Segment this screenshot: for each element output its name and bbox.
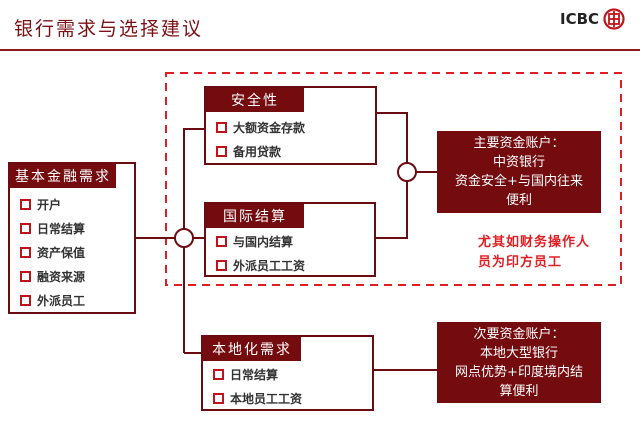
- localization-box: 本地化需求 日常结算 本地员工工资: [201, 335, 374, 411]
- security-title: 安全性: [206, 88, 304, 112]
- square-bullet-icon: [216, 121, 227, 133]
- basic-needs-list: 开户 日常结算 资产保值 融资来源 外派员工: [20, 192, 85, 312]
- item-label: 开户: [37, 197, 62, 212]
- international-title: 国际结算: [206, 204, 304, 228]
- item-label: 备用贷款: [233, 144, 282, 159]
- primary-account-box: 主要资金账户： 中资银行 资金安全+与国内往来 便利: [437, 131, 601, 213]
- square-bullet-icon: [20, 270, 31, 282]
- note-line: 尤其如财务操作人: [478, 235, 591, 250]
- list-item: 日常结算: [20, 216, 85, 240]
- hub-circle-right: [397, 162, 417, 182]
- hub-circle-left: [174, 228, 194, 248]
- square-bullet-icon: [20, 198, 31, 210]
- secondary-account-line: 次要资金账户：: [473, 326, 565, 342]
- note-line: 员为印方员工: [478, 255, 563, 270]
- list-item: 资产保值: [20, 240, 85, 264]
- item-label: 日常结算: [230, 367, 279, 382]
- list-item: 外派员工工资: [216, 253, 305, 277]
- square-bullet-icon: [213, 368, 224, 380]
- list-item: 融资来源: [20, 264, 85, 288]
- title-divider: [0, 49, 640, 51]
- square-bullet-icon: [20, 222, 31, 234]
- primary-account-note: 尤其如财务操作人 员为印方员工: [478, 233, 590, 273]
- list-item: 备用贷款: [216, 139, 305, 163]
- highlight-dashed-frame: [165, 72, 622, 286]
- localization-list: 日常结算 本地员工工资: [213, 362, 302, 410]
- item-label: 日常结算: [37, 221, 86, 236]
- list-item: 大额资金存款: [216, 115, 305, 139]
- square-bullet-icon: [216, 235, 227, 247]
- square-bullet-icon: [216, 145, 227, 157]
- secondary-account-line: 网点优势+印度境内结: [455, 364, 583, 380]
- square-bullet-icon: [216, 259, 227, 271]
- secondary-account-line: 本地大型银行: [479, 345, 558, 361]
- icbc-logo: ICBC: [560, 6, 625, 32]
- primary-account-line: 中资银行: [492, 155, 545, 170]
- item-label: 外派员工: [37, 293, 86, 308]
- connector-security-to-merge: [376, 112, 408, 163]
- page-title: 银行需求与选择建议: [14, 18, 204, 40]
- item-label: 资产保值: [37, 245, 86, 260]
- item-label: 大额资金存款: [233, 120, 306, 135]
- list-item: 开户: [20, 192, 85, 216]
- list-item: 本地员工工资: [213, 386, 302, 410]
- basic-needs-title: 基本金融需求: [10, 164, 116, 188]
- international-list: 与国内结算 外派员工工资: [216, 229, 305, 277]
- security-box: 安全性 大额资金存款 备用贷款: [204, 86, 377, 165]
- primary-account-line: 便利: [505, 193, 532, 208]
- list-item: 外派员工: [20, 288, 85, 312]
- item-label: 本地员工工资: [230, 391, 303, 406]
- logo-text: ICBC: [560, 10, 600, 28]
- connector-international-to-merge: [375, 181, 408, 239]
- primary-account-line: 资金安全+与国内往来: [455, 174, 583, 189]
- security-list: 大额资金存款 备用贷款: [216, 115, 305, 163]
- list-item: 日常结算: [213, 362, 302, 386]
- item-label: 与国内结算: [233, 234, 294, 249]
- square-bullet-icon: [20, 246, 31, 258]
- item-label: 外派员工工资: [233, 258, 306, 273]
- square-bullet-icon: [20, 294, 31, 306]
- secondary-account-line: 算便利: [499, 383, 539, 399]
- list-item: 与国内结算: [216, 229, 305, 253]
- basic-needs-box: 基本金融需求 开户 日常结算 资产保值 融资来源 外派员工: [8, 162, 136, 314]
- primary-account-line: 主要资金账户：: [473, 136, 565, 151]
- international-box: 国际结算 与国内结算 外派员工工资: [204, 202, 376, 277]
- secondary-account-box: 次要资金账户： 本地大型银行 网点优势+印度境内结 算便利: [437, 322, 601, 403]
- square-bullet-icon: [213, 392, 224, 404]
- icbc-emblem-icon: [603, 8, 625, 30]
- localization-title: 本地化需求: [203, 337, 301, 361]
- item-label: 融资来源: [37, 269, 86, 284]
